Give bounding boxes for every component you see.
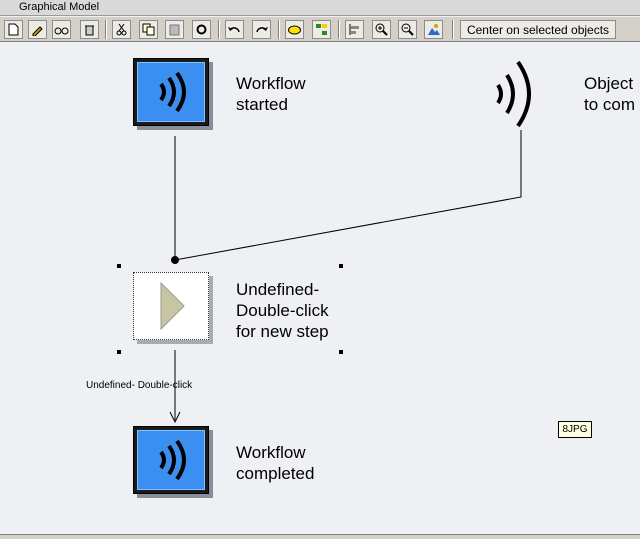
selection-handle[interactable] (117, 264, 121, 268)
redo-icon[interactable] (252, 20, 271, 39)
diagram-canvas[interactable]: Workflow started Object to com Undefined… (0, 42, 640, 534)
ellipse-icon[interactable] (285, 20, 304, 39)
zoom-in-icon[interactable] (372, 20, 391, 39)
landscape-icon[interactable] (424, 20, 443, 39)
undo-icon[interactable] (225, 20, 244, 39)
connector-label: Undefined- Double-click (86, 380, 193, 391)
toolbar-separator (338, 20, 340, 39)
title-bar: Graphical Model (0, 0, 640, 16)
object-signal-icon[interactable] (492, 56, 548, 132)
trash-icon[interactable] (80, 20, 99, 39)
glasses-icon[interactable] (52, 20, 71, 39)
workflow-started-label: Workflow started (236, 74, 306, 114)
status-bar (0, 534, 640, 539)
signal-icon (159, 439, 186, 481)
selection-handle[interactable] (339, 264, 343, 268)
cut-icon[interactable] (112, 20, 131, 39)
paste-icon[interactable] (165, 20, 184, 39)
toolbar: Center on selected objects (0, 17, 640, 42)
toolbar-separator (452, 20, 454, 39)
tree-icon[interactable] (312, 20, 331, 39)
undefined-step-label: Undefined- Double-click for new step (236, 280, 329, 341)
workflow-started-event[interactable] (133, 58, 209, 126)
undefined-step-node[interactable] (133, 272, 209, 340)
play-triangle-icon (160, 281, 185, 331)
toolbar-separator (105, 20, 107, 39)
selection-handle[interactable] (339, 350, 343, 354)
object-label: Object to com (584, 74, 636, 114)
zoom-out-icon[interactable] (398, 20, 417, 39)
new-icon[interactable] (4, 20, 23, 39)
toolbar-separator (218, 20, 220, 39)
tooltip: 8JPG (558, 421, 592, 438)
window-title: Graphical Model (19, 1, 100, 13)
workflow-completed-event[interactable] (133, 426, 209, 494)
center-selected-button[interactable]: Center on selected objects (460, 20, 616, 39)
signal-icon (159, 71, 186, 113)
workflow-completed-label: Workflow completed (236, 443, 315, 483)
pencil-icon[interactable] (28, 20, 47, 39)
copy-icon[interactable] (139, 20, 158, 39)
align-icon[interactable] (345, 20, 364, 39)
settings-icon[interactable] (192, 20, 211, 39)
selection-handle[interactable] (117, 350, 121, 354)
toolbar-separator (278, 20, 280, 39)
connector-lines (169, 130, 522, 424)
